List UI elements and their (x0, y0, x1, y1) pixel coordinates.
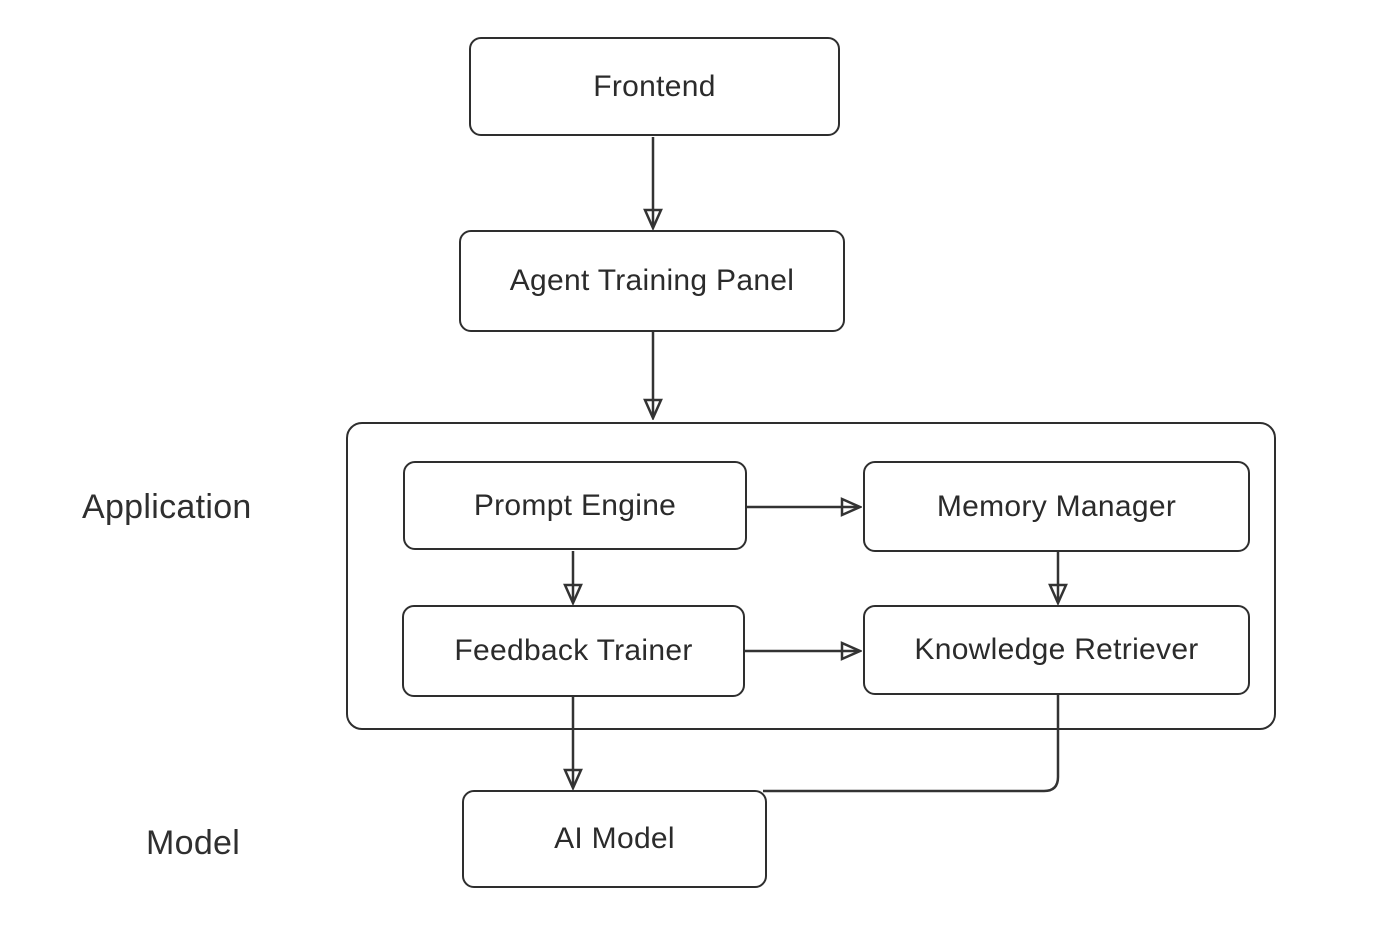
node-agent-training-panel-label: Agent Training Panel (509, 264, 795, 297)
node-memory-manager-label: Memory Manager (936, 489, 1177, 523)
node-prompt-engine-label: Prompt Engine (473, 488, 677, 522)
node-feedback-trainer: Feedback Trainer (402, 605, 745, 697)
model-group-label: Model (146, 824, 241, 862)
node-memory-manager: Memory Manager (863, 461, 1250, 552)
node-agent-training-panel: Agent Training Panel (459, 230, 845, 332)
node-prompt-engine: Prompt Engine (403, 461, 747, 550)
node-knowledge-retriever: Knowledge Retriever (863, 605, 1250, 695)
application-group-label: Application (82, 488, 252, 526)
node-feedback-trainer-label: Feedback Trainer (454, 634, 693, 667)
node-frontend: Frontend (469, 37, 840, 136)
node-ai-model-label: AI Model (554, 822, 675, 855)
node-ai-model: AI Model (462, 790, 767, 888)
node-frontend-label: Frontend (593, 69, 716, 103)
node-knowledge-retriever-label: Knowledge Retriever (914, 633, 1199, 666)
